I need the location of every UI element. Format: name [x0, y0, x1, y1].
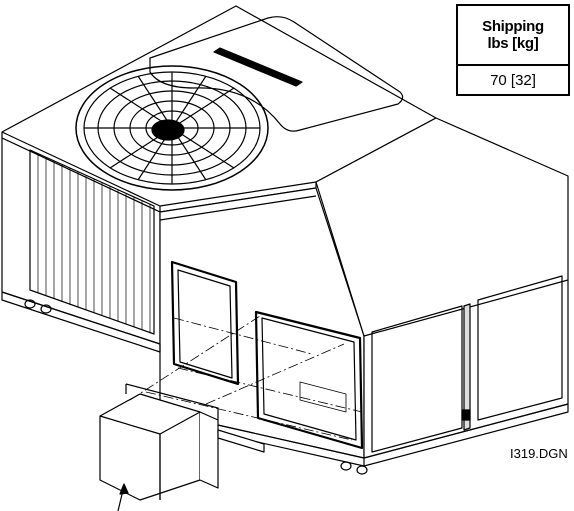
economizer-accessory	[99, 383, 265, 501]
top-access-panel	[149, 16, 404, 132]
accessory-pointer-arrow	[117, 483, 129, 511]
shipping-weight-header: Shipping lbs [kg]	[456, 4, 570, 66]
condenser-coil-fins	[37, 154, 151, 332]
right-access-door-2	[477, 275, 563, 421]
condenser-fan-grille	[75, 65, 269, 191]
return-air-opening	[170, 260, 240, 386]
shipping-weight-value: 70 [32]	[456, 64, 570, 96]
drawing-id-label: I319.DGN	[510, 446, 568, 461]
door-latch-icon	[461, 409, 471, 421]
top-panel-handle	[213, 47, 303, 87]
front-face-top-rail	[159, 195, 317, 221]
shipping-weight-table: Shipping lbs [kg] 70 [32]	[456, 4, 570, 96]
shipping-header-line1: Shipping	[482, 18, 544, 35]
alignment-leader-lines	[129, 315, 363, 441]
door-latch-strip	[463, 303, 471, 431]
base-lifting-holes	[24, 299, 368, 475]
supply-air-opening	[254, 310, 364, 450]
condenser-coil-frame	[29, 149, 155, 335]
supply-duct-interior	[299, 381, 347, 413]
right-access-door-1	[371, 305, 463, 453]
shipping-header-line2: lbs [kg]	[487, 35, 539, 52]
